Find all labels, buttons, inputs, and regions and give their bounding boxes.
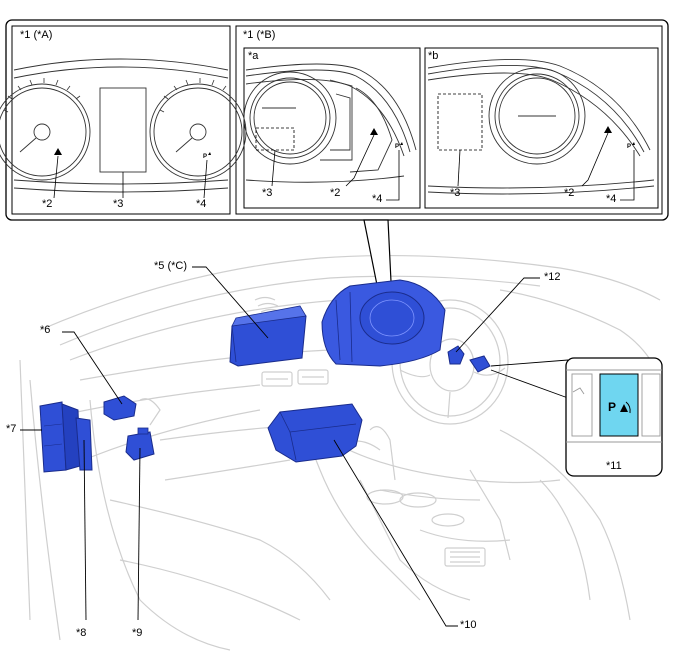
parking-assist-indicator-icon: P xyxy=(395,142,403,150)
callout-2-a: *2 xyxy=(42,198,53,210)
callout-3-b: *3 xyxy=(262,187,273,199)
parking-assist-indicator-icon: P xyxy=(627,142,635,150)
leader-2b xyxy=(345,134,375,187)
switch-label: P xyxy=(608,400,617,414)
leader-2a xyxy=(53,155,59,199)
callout-3-a: *3 xyxy=(113,198,124,210)
callout-sub-a: *a xyxy=(248,50,259,62)
svg-text:P: P xyxy=(395,144,399,150)
leader-4b xyxy=(386,150,400,201)
module-9-component xyxy=(125,427,155,461)
parking-assist-indicator-icon: P xyxy=(203,152,211,160)
callout-5: *5 (*C) xyxy=(154,260,188,272)
callout-panel-b: *1 (*B) xyxy=(243,29,276,41)
callout-sub-b: *b xyxy=(428,50,439,62)
sub-panel-a-frame xyxy=(243,47,421,209)
combination-meter-component xyxy=(321,279,446,367)
main-leader-lines xyxy=(20,266,619,627)
callout-6: *6 xyxy=(40,324,51,336)
leader-3c xyxy=(457,149,461,187)
svg-text:P: P xyxy=(627,144,631,150)
warning-triangle-icon xyxy=(54,148,62,155)
meter-a-ticks xyxy=(3,78,227,113)
callout-4-b: *4 xyxy=(372,193,383,205)
leader-2c xyxy=(581,132,609,187)
callout-8: *8 xyxy=(76,627,87,639)
callout-2-c: *2 xyxy=(564,187,575,199)
warning-triangle-icon xyxy=(370,128,378,135)
svg-text:P: P xyxy=(203,154,207,160)
meter-b-b-drawing xyxy=(427,59,655,195)
leader-4a xyxy=(203,159,208,199)
parking-switch-component xyxy=(469,355,491,373)
callout-4-a: *4 xyxy=(196,198,207,210)
callout-panel-a: *1 (*A) xyxy=(20,29,53,41)
parking-sensor-switch xyxy=(599,373,639,437)
sub-panel-b-frame xyxy=(424,47,659,209)
parking-assist-wave-icon xyxy=(625,401,631,414)
switch-inset-art xyxy=(566,369,662,443)
leader-3b xyxy=(271,149,276,187)
callout-11: *11 xyxy=(606,460,622,472)
module-6-component xyxy=(103,395,137,421)
multi-display-component xyxy=(229,305,307,367)
callout-3-c: *3 xyxy=(450,187,461,199)
leader-4c xyxy=(620,150,635,201)
ecu-7-component xyxy=(39,401,81,473)
callout-7: *7 xyxy=(6,423,17,435)
meter-b-a-drawing xyxy=(243,63,417,183)
warning-triangle-icon xyxy=(604,126,612,133)
air-conditioning-amplifier-component xyxy=(267,403,363,463)
module-12-component xyxy=(447,345,465,365)
callout-2-b: *2 xyxy=(330,187,341,199)
panel-a-frame xyxy=(11,25,231,215)
callout-10: *10 xyxy=(460,619,477,631)
callout-4-c: *4 xyxy=(606,193,617,205)
callout-12: *12 xyxy=(544,271,561,283)
callout-9: *9 xyxy=(132,627,143,639)
parking-assist-icon xyxy=(620,404,628,412)
